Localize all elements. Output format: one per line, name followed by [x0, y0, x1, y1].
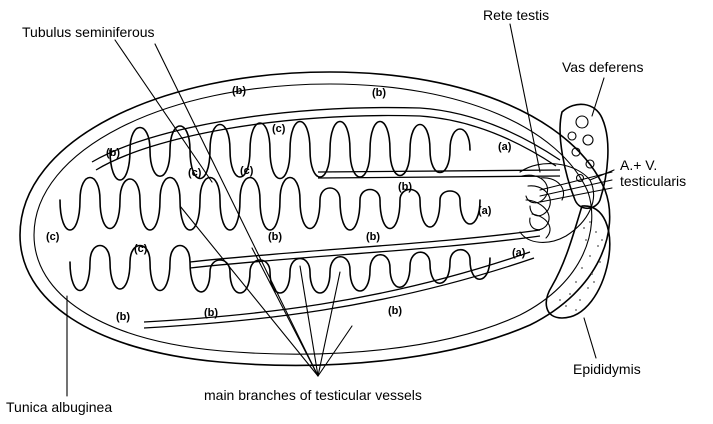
tag-b: (b)	[268, 231, 282, 243]
tunica-albuginea-outline	[19, 71, 611, 367]
tag-b: (b)	[372, 87, 386, 99]
tag-b: (b)	[388, 305, 402, 317]
label-tunica-albuginea: Tunica albuginea	[6, 399, 112, 415]
tag-c: (c)	[272, 123, 286, 135]
tag-c: (c)	[188, 167, 202, 179]
tag-a: (a)	[512, 247, 526, 259]
tag-b: (b)	[106, 147, 120, 159]
epididymis-body	[545, 205, 611, 319]
vas-deferens-tube	[559, 103, 609, 210]
tag-b: (b)	[366, 231, 380, 243]
rete-testis-network	[521, 174, 564, 239]
label-vas-deferens: Vas deferens	[562, 59, 643, 75]
tag-b: (b)	[398, 181, 412, 193]
label-av-testicularis-1: A.+ V.	[620, 157, 657, 173]
septal-vessels	[91, 106, 561, 329]
tag-c: (c)	[46, 231, 60, 243]
label-epididymis: Epididymis	[573, 361, 641, 377]
seminiferous-tubules	[59, 120, 491, 294]
label-main-branches: main branches of testicular vessels	[204, 387, 422, 403]
tag-b: (b)	[232, 85, 246, 97]
label-rete-testis: Rete testis	[483, 7, 549, 23]
vas-deferens-lumens	[567, 115, 595, 183]
tag-a: (a)	[478, 205, 492, 217]
inner-membrane-outline	[33, 83, 593, 355]
tag-b: (b)	[204, 307, 218, 319]
tag-c: (c)	[134, 243, 148, 255]
tag-b: (b)	[116, 311, 130, 323]
epididymis-stippling	[559, 221, 603, 311]
tag-a: (a)	[498, 141, 512, 153]
label-av-testicularis-2: testicularis	[620, 173, 686, 189]
tag-c: (c)	[240, 165, 254, 177]
leader-lines	[66, 23, 615, 397]
label-tubulus-seminiferous: Tubulus seminiferous	[22, 24, 155, 40]
testicular-vessel-bundle	[539, 171, 613, 203]
